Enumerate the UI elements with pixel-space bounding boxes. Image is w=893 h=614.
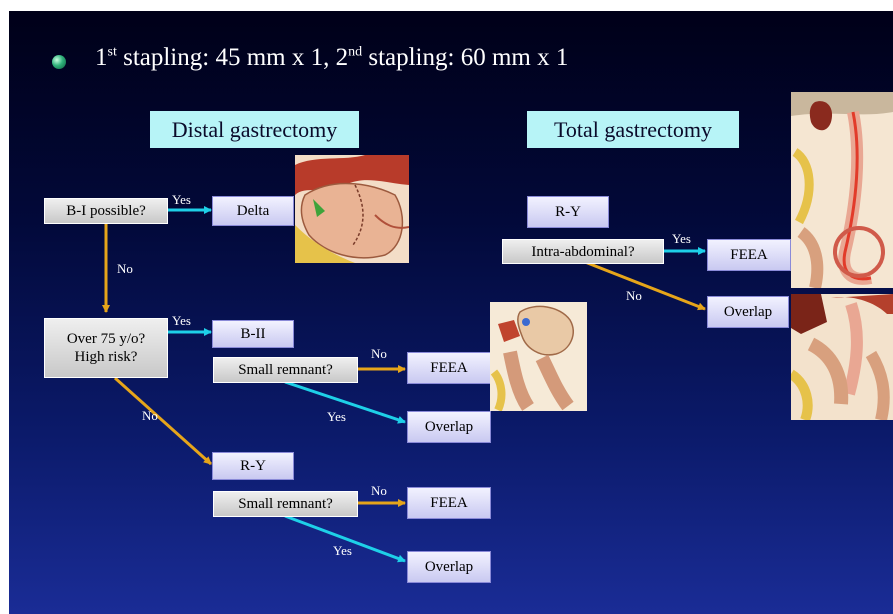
node-overlap-1: Overlap bbox=[407, 411, 491, 443]
label-bi-yes: Yes bbox=[172, 193, 191, 206]
node-feea-3: FEEA bbox=[707, 239, 791, 271]
arrow-intra-no bbox=[585, 262, 705, 309]
header-distal-gastrectomy: Distal gastrectomy bbox=[150, 111, 359, 148]
label-sr2-no: No bbox=[371, 484, 387, 497]
decision-intra-abdominal: Intra-abdominal? bbox=[502, 239, 664, 264]
label-sr1-no: No bbox=[371, 347, 387, 360]
node-overlap-2: Overlap bbox=[407, 551, 491, 583]
header-total-gastrectomy: Total gastrectomy bbox=[527, 111, 739, 148]
node-feea-1: FEEA bbox=[407, 352, 491, 384]
node-r-y-total: R-Y bbox=[527, 196, 609, 228]
bullet-icon bbox=[52, 55, 66, 69]
node-r-y-distal: R-Y bbox=[212, 452, 294, 480]
decision-over-75-line1: Over 75 y/o? bbox=[67, 330, 145, 348]
decision-small-remnant-1: Small remnant? bbox=[213, 357, 358, 383]
total-gastrectomy-overlap-illustration bbox=[791, 294, 893, 420]
label-intra-no: No bbox=[626, 289, 642, 302]
label-over75-yes: Yes bbox=[172, 314, 191, 327]
label-sr1-yes: Yes bbox=[327, 410, 346, 423]
label-bi-no: No bbox=[117, 262, 133, 275]
node-feea-2: FEEA bbox=[407, 487, 491, 519]
decision-over-75-high-risk: Over 75 y/o? High risk? bbox=[44, 318, 168, 378]
decision-bi-possible: B-I possible? bbox=[44, 198, 168, 224]
node-b-ii: B-II bbox=[212, 320, 294, 348]
node-overlap-3: Overlap bbox=[707, 296, 789, 328]
decision-small-remnant-2: Small remnant? bbox=[213, 491, 358, 517]
label-over75-no: No bbox=[142, 409, 158, 422]
slide-title: 1st stapling: 45 mm x 1, 2nd stapling: 6… bbox=[95, 44, 568, 72]
total-gastrectomy-intra-abdominal-illustration bbox=[791, 92, 893, 288]
label-sr2-yes: Yes bbox=[333, 544, 352, 557]
decision-over-75-line2: High risk? bbox=[75, 348, 138, 366]
delta-anastomosis-illustration bbox=[295, 155, 409, 263]
label-intra-yes: Yes bbox=[672, 232, 691, 245]
b-ii-anastomosis-illustration bbox=[490, 302, 587, 411]
arrow-over75-no bbox=[115, 378, 211, 464]
node-delta: Delta bbox=[212, 196, 294, 226]
